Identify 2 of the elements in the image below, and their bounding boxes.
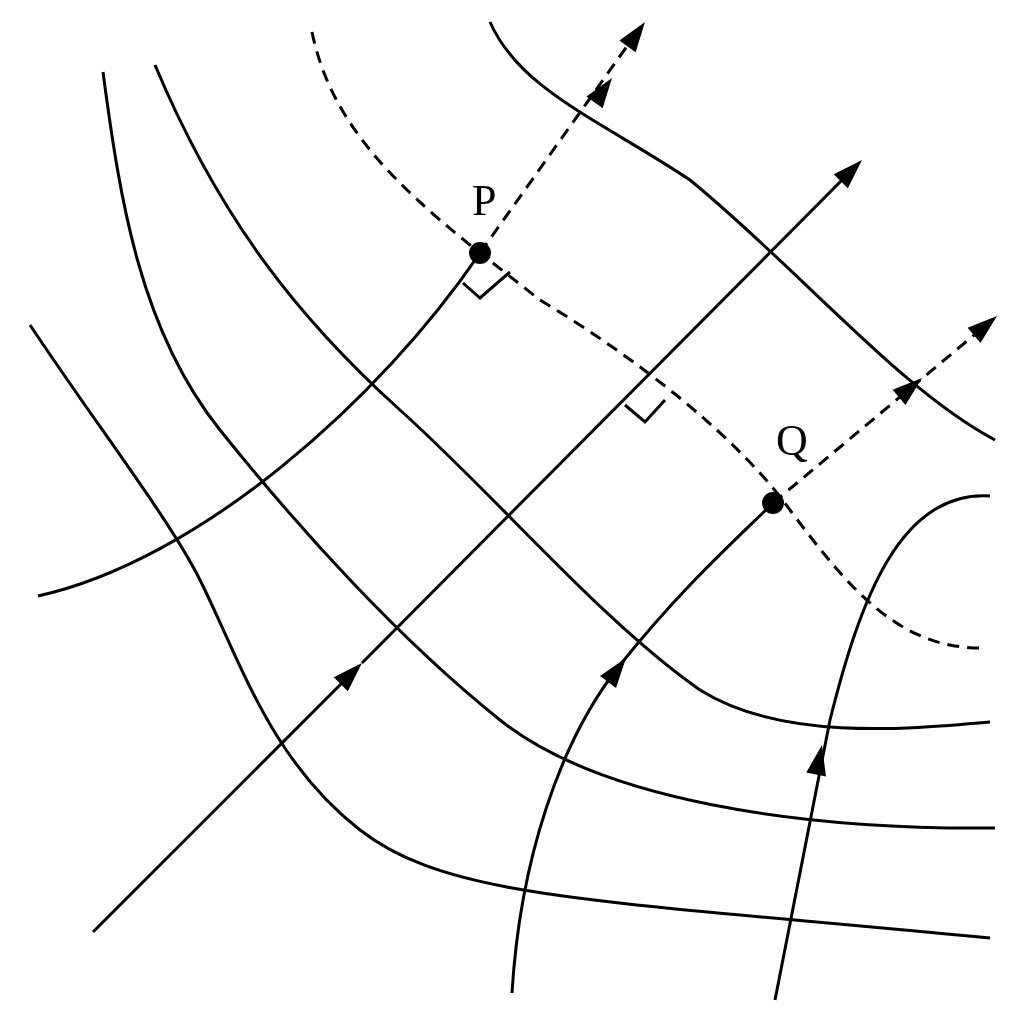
point-label: P xyxy=(472,176,497,225)
point-label: Q xyxy=(776,416,808,465)
